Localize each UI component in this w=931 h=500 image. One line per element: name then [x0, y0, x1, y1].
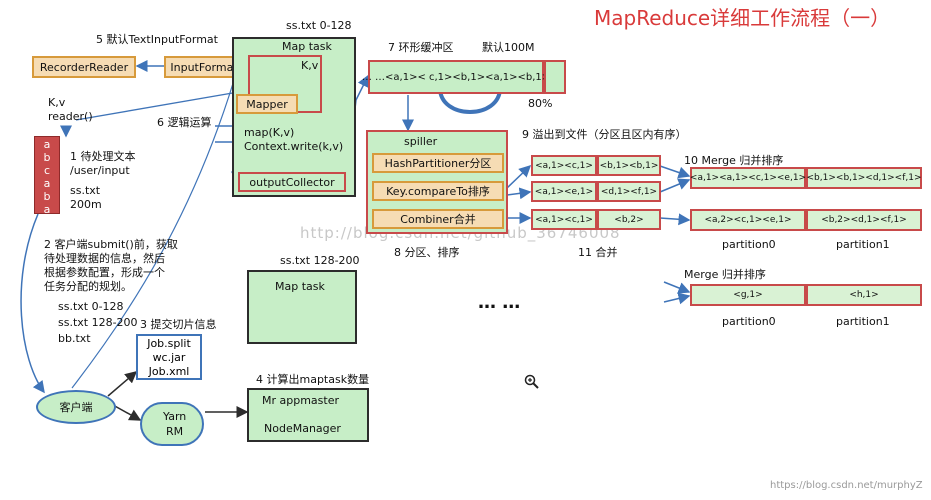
job-file: wc.jar	[152, 351, 186, 364]
stack-letter: b	[43, 190, 51, 203]
spill-cell: <b,2>	[597, 209, 661, 230]
stack-letter: a	[43, 177, 51, 190]
plan-line3: bb.txt	[58, 332, 91, 345]
percent-label: 80%	[528, 97, 553, 110]
step2-line1: 2 客户端submit()前，获取	[44, 238, 178, 251]
job-file: Job.split	[147, 337, 191, 350]
merge-cell: <b,2><d,1><f,1>	[806, 209, 922, 231]
merge2-label: Merge 归并排序	[684, 268, 766, 281]
ring-buffer-tail	[544, 60, 566, 94]
kv-label: K,v	[301, 59, 319, 72]
plan-line1: ss.txt 0-128	[58, 300, 124, 313]
node-manager-label: NodeManager	[264, 422, 341, 435]
recorder-reader-box: RecorderReader	[32, 56, 136, 78]
spill-cell: <a,1><e,1>	[531, 181, 597, 202]
yarn-label: Yarn	[163, 410, 187, 423]
spill-cell: <b,1><b,1>	[597, 155, 661, 176]
map-task-2-label: Map task	[275, 280, 325, 293]
mapper-box: Mapper	[236, 94, 298, 114]
merge-cell: <b,1><b,1><d,1><f,1>	[806, 167, 922, 189]
step8-label: 8 分区、排序	[394, 246, 460, 259]
reader-call-label: reader()	[48, 110, 93, 123]
page-title: MapReduce详细工作流程（一）	[594, 6, 891, 30]
appmaster-box	[247, 388, 369, 442]
merge-cell: <a,1><a,1><c,1><e,1>	[690, 167, 806, 189]
step11-label: 11 合并	[578, 246, 618, 259]
merge-cell: <h,1>	[806, 284, 922, 306]
footer-watermark: https://blog.csdn.net/murphyZ	[770, 480, 923, 491]
step2-line3: 根据参数配置，形成一个	[44, 266, 165, 279]
more-maptasks-dots: … …	[478, 292, 521, 313]
step1-label: 1 待处理文本	[70, 150, 136, 163]
zoom-icon[interactable]	[524, 374, 540, 390]
ring-buffer-box: … …<a,1>< c,1><b,1><a,1><b,1>	[362, 60, 550, 94]
partition0-label: partition0	[722, 315, 776, 328]
key-compare-box: Key.compareTo排序	[372, 181, 504, 201]
combiner-box: Combiner合并	[372, 209, 504, 229]
step7-label: 7 环形缓冲区	[388, 41, 454, 54]
spiller-label: spiller	[404, 135, 438, 148]
spill-cell: <a,1><c,1>	[531, 209, 597, 230]
step2-line2: 待处理数据的信息，然后	[44, 252, 165, 265]
stack-letter: a	[43, 203, 51, 216]
spill-cell: <d,1><f,1>	[597, 181, 661, 202]
merge-cell: <g,1>	[690, 284, 806, 306]
hash-partitioner-box: HashPartitioner分区	[372, 153, 504, 173]
spill-cell: <a,1><c,1>	[531, 155, 597, 176]
step3-label: 3 提交切片信息	[140, 318, 217, 331]
input-path: /user/input	[70, 164, 130, 177]
default-100m-label: 默认100M	[482, 41, 535, 54]
input-size: 200m	[70, 198, 102, 211]
split1-label: ss.txt 0-128	[286, 19, 352, 32]
stack-letter: a	[43, 138, 51, 151]
map-task-2	[247, 270, 357, 344]
step2-line4: 任务分配的规划。	[44, 280, 132, 293]
step6-label: 6 逻辑运算	[157, 116, 212, 129]
partition0-label: partition0	[722, 238, 776, 251]
yarn-cloud	[140, 402, 204, 446]
job-file: Job.xml	[148, 365, 190, 378]
map-task-1	[232, 37, 356, 197]
appmaster-label: Mr appmaster	[262, 394, 340, 407]
rm-label: RM	[166, 425, 184, 438]
map-task-1-label: Map task	[282, 40, 332, 53]
partition1-label: partition1	[836, 238, 890, 251]
client-node: 客户端	[36, 390, 116, 424]
step5-label: 5 默认TextInputFormat	[96, 33, 218, 46]
context-write-label: Context.write(k,v)	[244, 140, 344, 153]
stack-letter: c	[43, 164, 51, 177]
step10-label: 10 Merge 归并排序	[684, 154, 784, 167]
reader-kv-label: K,v	[48, 96, 66, 109]
job-files-box: Job.split wc.jar Job.xml	[136, 334, 202, 380]
split2-label: ss.txt 128-200	[280, 254, 360, 267]
plan-line2: ss.txt 128-200	[58, 316, 138, 329]
step4-label: 4 计算出maptask数量	[256, 373, 370, 386]
step9-label: 9 溢出到文件（分区且区内有序）	[522, 128, 687, 141]
output-collector-box: outputCollector	[238, 172, 346, 192]
partition1-label: partition1	[836, 315, 890, 328]
merge-cell: <a,2><c,1><e,1>	[690, 209, 806, 231]
map-call-label: map(K,v)	[244, 126, 295, 139]
stack-letter: b	[43, 151, 51, 164]
input-file: ss.txt	[70, 184, 101, 197]
text-stack: a b c a b a	[34, 136, 60, 216]
